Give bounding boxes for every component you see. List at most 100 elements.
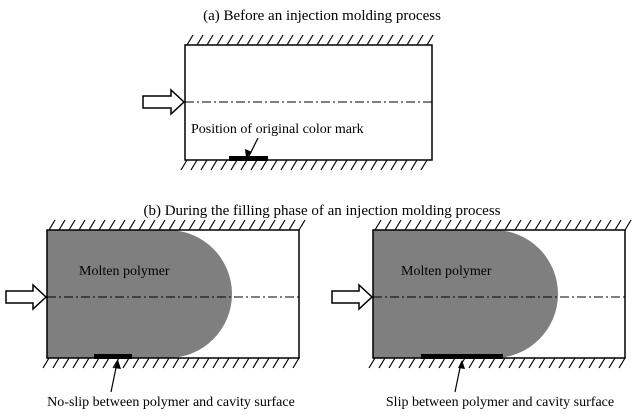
- wall-hatch-line: [346, 34, 354, 46]
- wall-hatch-line: [206, 34, 214, 46]
- wall-hatch-line: [488, 357, 496, 369]
- panel-a: (a) Before an injection molding process …: [142, 8, 441, 171]
- wall-hatch-line: [548, 357, 556, 369]
- wall-hatch-line: [538, 357, 546, 369]
- wall-hatch-line: [418, 357, 426, 369]
- wall-hatch-line: [282, 357, 290, 369]
- wall-hatch-line: [290, 159, 298, 171]
- wall-hatch-line: [200, 159, 208, 171]
- wall-hatch-line: [624, 219, 632, 231]
- wall-hatch-line: [434, 219, 442, 231]
- wall-hatch-line: [608, 357, 616, 369]
- wall-hatch-line: [588, 357, 596, 369]
- wall-hatch-line: [618, 357, 626, 369]
- wall-hatch-line: [138, 219, 146, 231]
- wall-hatch-line: [122, 357, 130, 369]
- wall-hatch-line: [216, 34, 224, 46]
- panel-b-left: Molten polymer No-slip between polymer a…: [5, 219, 306, 410]
- wall-hatch-line: [534, 219, 542, 231]
- wall-hatch-line: [52, 357, 60, 369]
- wall-hatch-line: [524, 219, 532, 231]
- wall-hatch-line: [410, 159, 418, 171]
- wall-hatch-line: [558, 357, 566, 369]
- wall-hatch-line: [614, 219, 622, 231]
- wall-hatch-line: [208, 219, 216, 231]
- wall-hatch-line: [444, 219, 452, 231]
- wall-hatch-line: [180, 159, 188, 171]
- wall-hatch-line: [386, 34, 394, 46]
- panel-b-right-top-hatch: [374, 219, 632, 231]
- panel-b-left-cavity: [46, 229, 300, 359]
- wall-hatch-line: [594, 219, 602, 231]
- wall-hatch-line: [484, 219, 492, 231]
- wall-hatch-line: [424, 219, 432, 231]
- panel-b-left-top-hatch: [48, 219, 306, 231]
- wall-hatch-line: [380, 159, 388, 171]
- wall-hatch-line: [428, 357, 436, 369]
- wall-hatch-line: [278, 219, 286, 231]
- panel-a-caption: (a) Before an injection molding process: [203, 8, 441, 24]
- wall-hatch-line: [188, 219, 196, 231]
- wall-hatch-line: [310, 159, 318, 171]
- wall-hatch-line: [426, 34, 434, 46]
- wall-hatch-line: [258, 219, 266, 231]
- wall-hatch-line: [62, 357, 70, 369]
- wall-hatch-line: [242, 357, 250, 369]
- wall-hatch-line: [142, 357, 150, 369]
- wall-hatch-line: [250, 159, 258, 171]
- wall-hatch-line: [414, 219, 422, 231]
- wall-hatch-line: [504, 219, 512, 231]
- wall-hatch-line: [568, 357, 576, 369]
- wall-hatch-line: [396, 34, 404, 46]
- wall-hatch-line: [554, 219, 562, 231]
- wall-hatch-line: [400, 159, 408, 171]
- wall-hatch-line: [356, 34, 364, 46]
- wall-hatch-line: [478, 357, 486, 369]
- wall-hatch-line: [198, 219, 206, 231]
- wall-hatch-line: [112, 357, 120, 369]
- wall-hatch-line: [248, 219, 256, 231]
- panel-b-left-bottom-hatch: [42, 357, 300, 369]
- original-color-mark: [229, 156, 268, 161]
- panel-a-inlet-arrow: [142, 88, 186, 116]
- wall-hatch-line: [578, 357, 586, 369]
- wall-hatch-line: [266, 34, 274, 46]
- color-mark-left: [94, 354, 132, 359]
- wall-hatch-line: [48, 219, 56, 231]
- wall-hatch-line: [320, 159, 328, 171]
- wall-hatch-line: [246, 34, 254, 46]
- wall-hatch-line: [162, 357, 170, 369]
- wall-hatch-line: [528, 357, 536, 369]
- wall-hatch-line: [286, 34, 294, 46]
- wall-hatch-line: [256, 34, 264, 46]
- wall-hatch-line: [298, 219, 306, 231]
- wall-hatch-line: [374, 219, 382, 231]
- molten-polymer-label-left: Molten polymer: [79, 264, 170, 279]
- wall-hatch-line: [230, 159, 238, 171]
- wall-hatch-line: [376, 34, 384, 46]
- panel-a-top-hatch: [186, 34, 434, 46]
- wall-hatch-line: [210, 159, 218, 171]
- wall-hatch-line: [88, 219, 96, 231]
- wall-hatch-line: [82, 357, 90, 369]
- wall-hatch-line: [340, 159, 348, 171]
- wall-hatch-line: [404, 219, 412, 231]
- wall-hatch-line: [464, 219, 472, 231]
- wall-hatch-line: [518, 357, 526, 369]
- wall-hatch-line: [498, 357, 506, 369]
- panel-b-right: Molten polymer Slip between polymer and …: [331, 219, 632, 410]
- wall-hatch-line: [326, 34, 334, 46]
- panel-a-bottom-hatch: [180, 159, 428, 171]
- color-mark-pointer-head: [245, 149, 252, 158]
- panel-b-right-bottom-hatch: [368, 357, 626, 369]
- wall-hatch-line: [574, 219, 582, 231]
- wall-hatch-line: [300, 159, 308, 171]
- wall-hatch-line: [366, 34, 374, 46]
- wall-hatch-line: [584, 219, 592, 231]
- wall-hatch-line: [368, 357, 376, 369]
- wall-hatch-line: [238, 219, 246, 231]
- wall-hatch-line: [218, 219, 226, 231]
- wall-hatch-line: [226, 34, 234, 46]
- wall-hatch-line: [228, 219, 236, 231]
